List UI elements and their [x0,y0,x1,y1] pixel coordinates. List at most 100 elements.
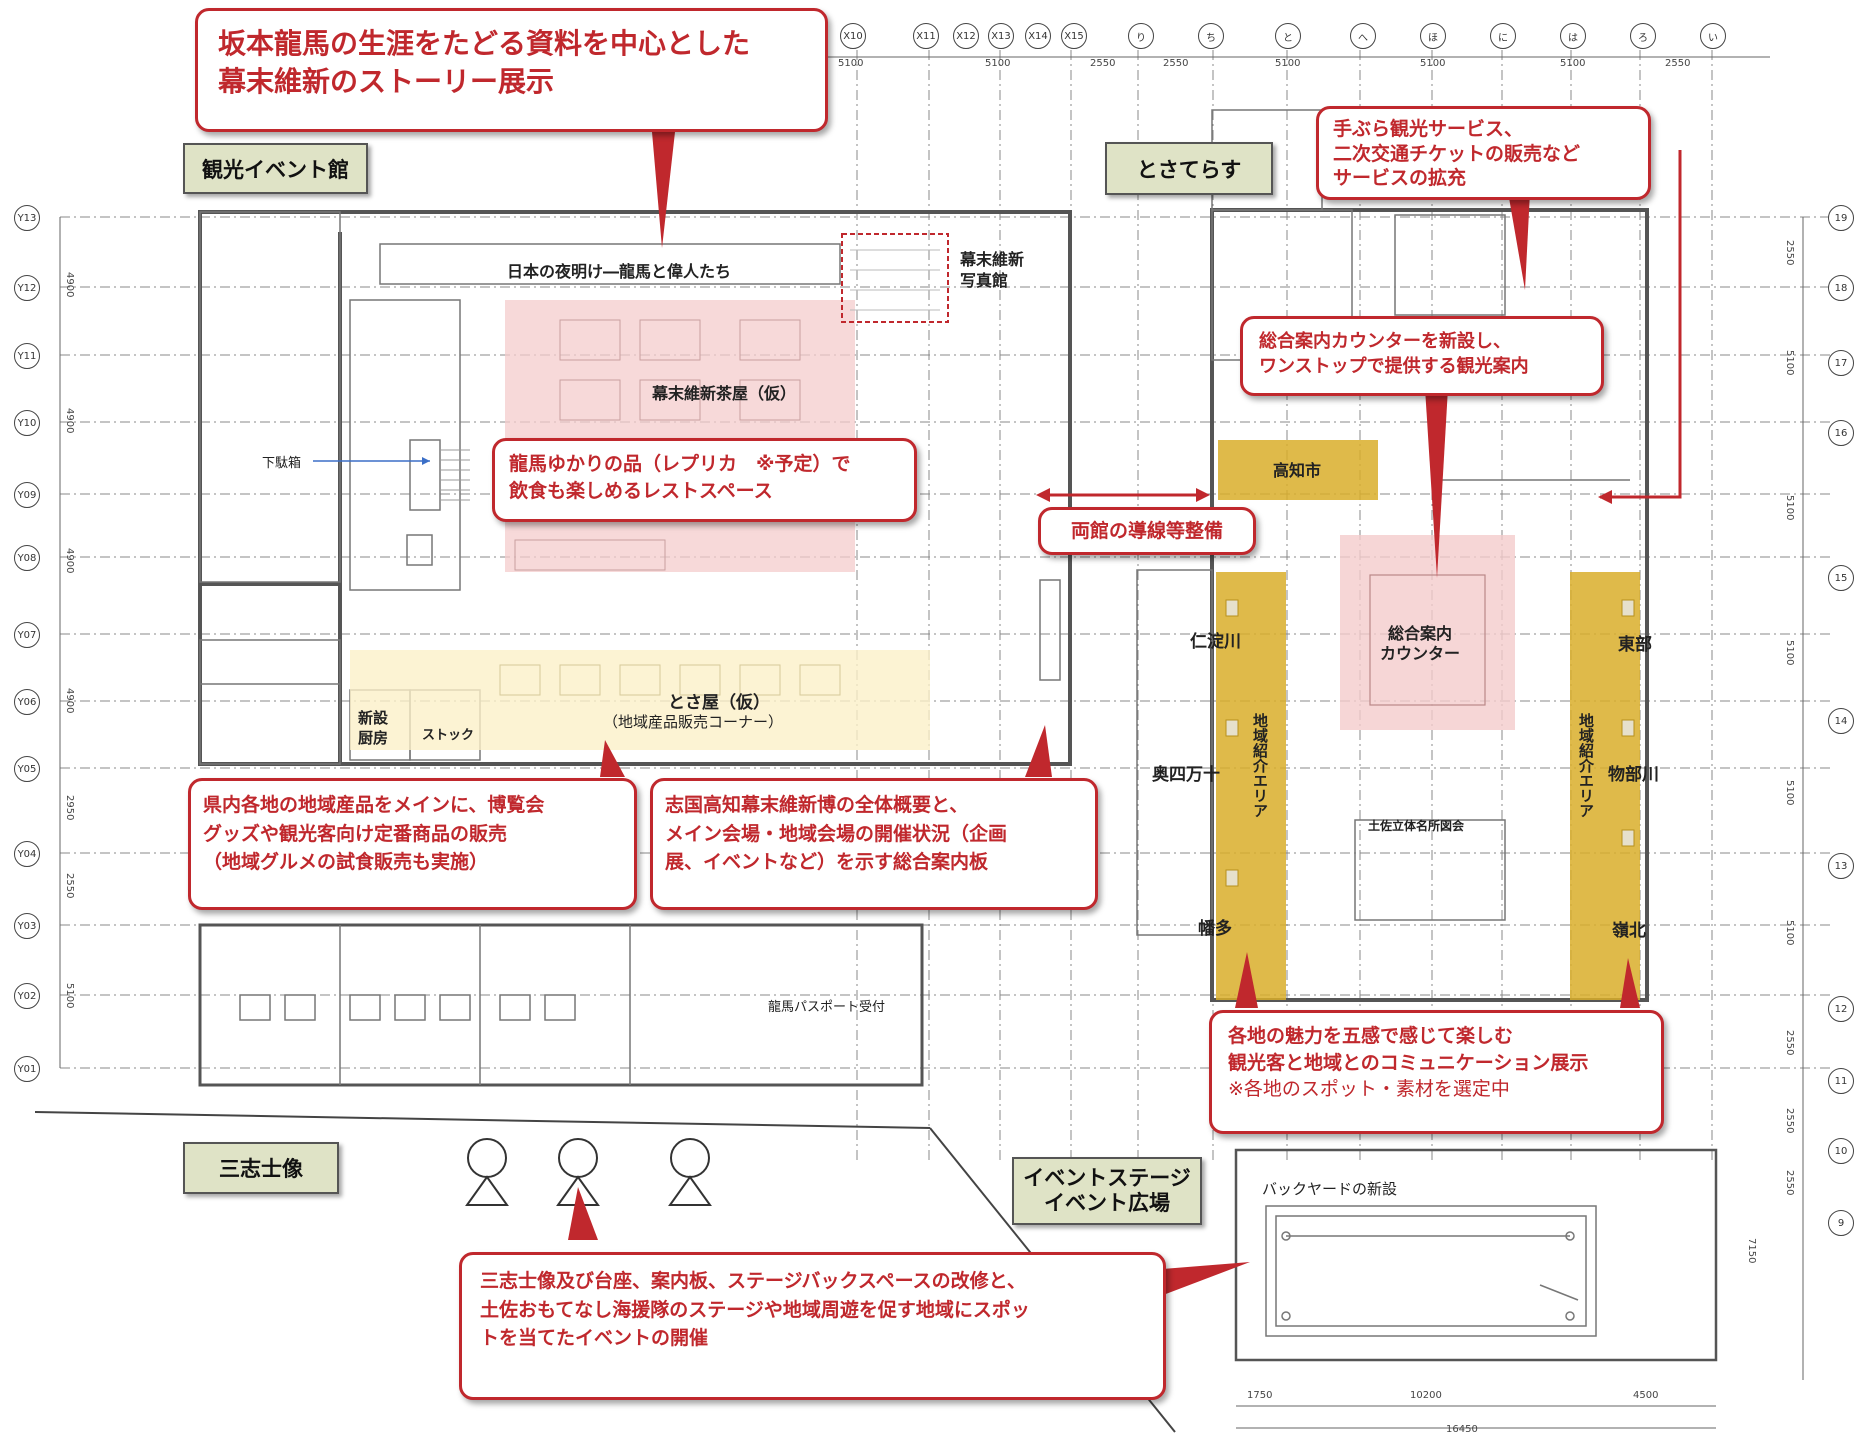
grid-id-y07: Y07 [14,622,40,648]
zone-photo-studio-line2: 写真館 [960,270,1009,290]
grid-id-18: 18 [1828,275,1854,301]
callout-tebura-line3: サービスの拡充 [1333,167,1467,190]
zone-new-kitchen-line1: 新設 [358,709,389,727]
grid-id-y05: Y05 [14,756,40,782]
region-okushimanto: 奥四万十 [1152,765,1220,785]
grid-id-x11: X11 [913,23,939,49]
callout-statue-line1: 三志士像及び台座、案内板、ステージバックスペースの改修と、 [480,1270,1026,1292]
callout-products-line3: （地域グルメの試食販売も実施） [203,851,489,873]
region-niyodogawa: 仁淀川 [1190,632,1241,652]
callout-story-line2: 幕末維新のストーリー展示 [218,64,555,98]
label-event-stage-line1: イベントステージ [1023,1165,1191,1190]
dim-left: 2550 [64,873,75,899]
grid-id-x13: X13 [988,23,1014,49]
grid-id-13: 13 [1828,853,1854,879]
callout-info-board-line3: 展、イベントなど）を示す総合案内板 [665,851,989,873]
dim-top: 2550 [1090,58,1116,69]
grid-id-ri: り [1128,23,1154,49]
label-event-stage-line2: イベント広場 [1044,1191,1170,1215]
dim-right: 5100 [1784,640,1795,666]
region-tobu: 東部 [1618,635,1652,655]
zone-new-kitchen: 新設 厨房 [358,708,388,749]
grid-id-x12: X12 [953,23,979,49]
label-backyard: バックヤードの新設 [1262,1180,1398,1198]
zone-counter: 総合案内 カウンター [1380,624,1460,664]
dim-right: 2550 [1784,1030,1795,1056]
dim-right: 5100 [1784,780,1795,806]
zone-counter-line2: カウンター [1380,644,1461,663]
dim-left: 2950 [64,795,75,821]
dim-right: 2550 [1784,240,1795,266]
label-getabako: 下駄箱 [262,456,302,471]
grid-id-y12: Y12 [14,275,40,301]
grid-id-y06: Y06 [14,689,40,715]
grid-id-x10: X10 [840,23,866,49]
callout-statue-line3: トを当てたイベントの開催 [480,1327,709,1349]
label-statues: 三志士像 [183,1142,339,1194]
callout-statue-stage: 三志士像及び台座、案内板、ステージバックスペースの改修と、 土佐おもてなし海援隊… [459,1252,1166,1400]
callout-info-counter-line2: ワンストップで提供する観光案内 [1259,356,1529,378]
grid-id-16: 16 [1828,420,1854,446]
callout-story-exhibit: 坂本龍馬の生涯をたどる資料を中心とした 幕末維新のストーリー展示 [195,8,828,132]
dim-right: 7150 [1746,1238,1757,1264]
grid-id-y11: Y11 [14,343,40,369]
dim-bottom: 4500 [1633,1390,1659,1401]
dim-top: 5100 [1420,58,1446,69]
zone-new-kitchen-line2: 厨房 [358,729,389,748]
grid-id-y01: Y01 [14,1056,40,1082]
label-event-stage: イベントステージ イベント広場 [1012,1157,1202,1225]
dim-left: 4900 [64,688,75,714]
zone-teahouse: 幕末維新茶屋（仮） [652,384,797,403]
dim-right: 2550 [1784,1170,1795,1196]
dim-top: 5100 [1560,58,1586,69]
grid-id-9: 9 [1828,1210,1854,1236]
callout-tebura-line2: 二次交通チケットの販売など [1333,142,1581,165]
dim-right: 5100 [1784,350,1795,376]
label-tosa-meisho: 土佐立体名所図会 [1368,819,1465,833]
callout-tebura-line1: 手ぶら観光サービス、 [1333,118,1524,140]
grid-id-ho: ほ [1420,23,1446,49]
grid-id-y03: Y03 [14,913,40,939]
dim-bottom: 1750 [1247,1390,1273,1401]
dim-left: 4900 [64,408,75,434]
callout-products-line2: グッズや観光客向け定番商品の販売 [203,822,508,845]
callout-products: 県内各地の地域産品をメインに、博覧会 グッズや観光客向け定番商品の販売 （地域グ… [188,778,637,910]
grid-id-y02: Y02 [14,983,40,1009]
dim-left: 4900 [64,548,75,574]
grid-id-y09: Y09 [14,482,40,508]
callout-five-senses-line2: 観光客と地域とのコミュニケーション展示 [1228,1051,1589,1074]
grid-id-10: 10 [1828,1138,1854,1164]
label-tosaterasu: とさてらす [1105,142,1273,195]
label-event-hall: 観光イベント館 [183,143,368,194]
grid-id-chi: ち [1198,23,1224,49]
dim-top: 5100 [1275,58,1301,69]
grid-id-he: へ [1350,23,1376,49]
zone-photo-studio: 幕末維新 写真館 [960,250,1024,292]
grid-id-y04: Y04 [14,841,40,867]
region-area-right: 地域紹介エリア [1577,713,1595,818]
callout-ryoma-items-line1: 龍馬ゆかりの品（レプリカ ※予定）で [509,453,851,475]
callout-five-senses-note: ※各地のスポット・素材を選定中 [1228,1078,1510,1101]
grid-id-x14: X14 [1025,23,1051,49]
zone-photo-studio-line1: 幕末維新 [960,250,1025,269]
zone-counter-line1: 総合案内 [1388,624,1453,643]
grid-id-19: 19 [1828,205,1854,231]
zone-nihon-no-yoake: 日本の夜明け―龍馬と偉人たち [507,262,732,281]
grid-id-y10: Y10 [14,410,40,436]
callout-story-line1: 坂本龍馬の生涯をたどる資料を中心とした [218,27,751,60]
grid-id-11: 11 [1828,1068,1854,1094]
grid-id-y08: Y08 [14,545,40,571]
dim-right: 5100 [1784,920,1795,946]
dim-top: 2550 [1163,58,1189,69]
callout-info-board-line1: 志国高知幕末維新博の全体概要と、 [665,794,969,816]
grid-id-i: い [1700,23,1726,49]
callout-info-board: 志国高知幕末維新博の全体概要と、 メイン会場・地域会場の開催状況（企画 展、イベ… [650,778,1098,910]
callout-five-senses-line1: 各地の魅力を五感で感じて楽しむ [1228,1025,1514,1047]
callout-info-counter: 総合案内カウンターを新設し、 ワンストップで提供する観光案内 [1240,316,1604,396]
grid-id-ro: ろ [1630,23,1656,49]
callout-info-counter-line1: 総合案内カウンターを新設し、 [1259,331,1511,352]
zone-kochi-city: 高知市 [1273,461,1322,480]
grid-id-to: と [1275,23,1301,49]
region-reihoku: 嶺北 [1612,921,1646,941]
